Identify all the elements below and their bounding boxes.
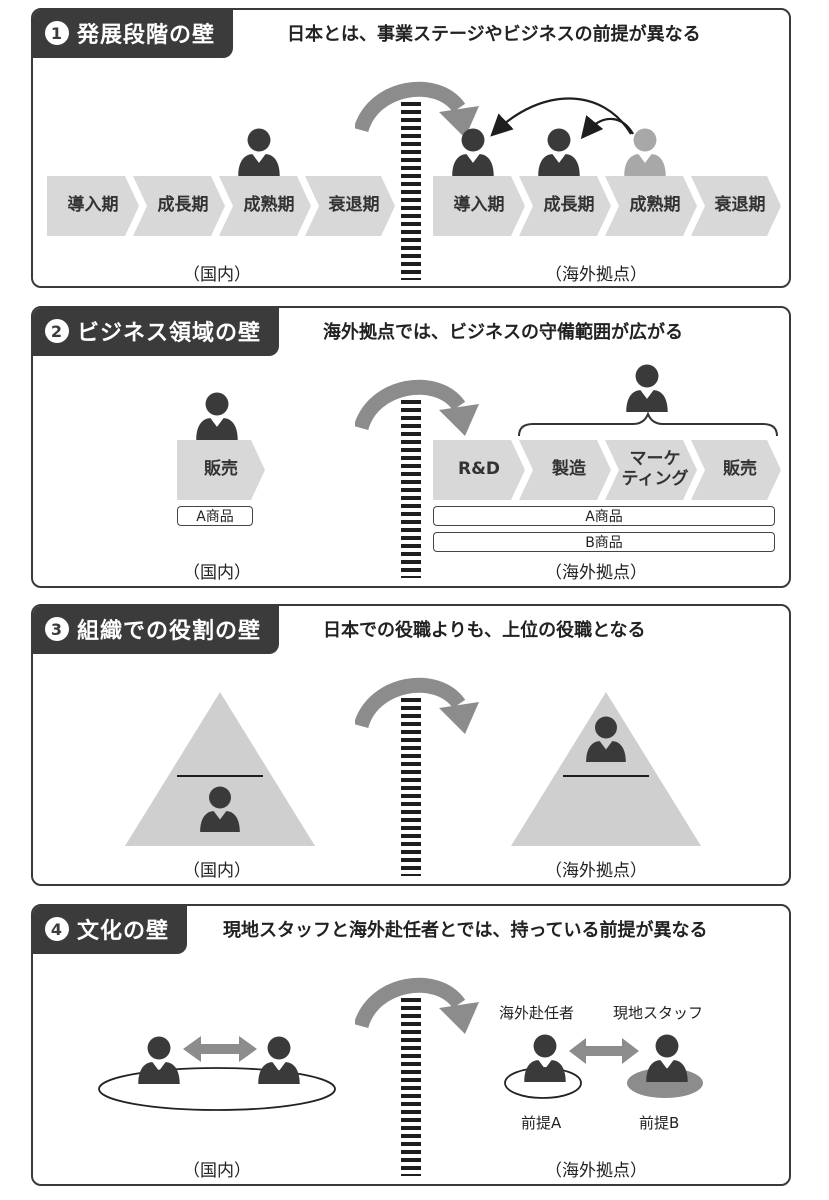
panel-title: 発展段階の壁 — [77, 23, 216, 48]
domestic-pyramid — [125, 692, 315, 846]
stage-overseas-manufacturing: 製造 — [519, 440, 611, 500]
caption-overseas: （海外拠点） — [545, 563, 647, 583]
shared-ground-ellipse — [98, 1067, 336, 1111]
premise-b-label: 前提B — [639, 1114, 680, 1132]
caption-overseas: （海外拠点） — [545, 861, 647, 881]
shift-arrows — [490, 97, 634, 140]
product-b-overseas: B商品 — [433, 532, 775, 552]
double-arrow-icon — [569, 1038, 639, 1064]
wall — [401, 400, 421, 578]
stage-domestic-growth: 成長期 — [133, 176, 225, 236]
panel-subtitle: 日本での役職よりも、上位の役職となる — [323, 620, 646, 641]
caption-domestic: （国内） — [183, 861, 251, 881]
stage-domestic-decline: 衰退期 — [305, 176, 395, 236]
panel-title-tab: 3 組織での役割の壁 — [33, 606, 280, 654]
panel-organizational-role: 3 組織での役割の壁 日本での役職よりも、上位の役職となる （国内） （海外拠点… — [31, 604, 791, 886]
stage-overseas-growth: 成長期 — [519, 176, 611, 236]
caption-overseas: （海外拠点） — [545, 265, 647, 285]
stage-domestic-introduction: 導入期 — [47, 176, 139, 236]
wall — [401, 998, 421, 1176]
panel-title: ビジネス領域の壁 — [77, 321, 262, 346]
panel-title: 文化の壁 — [77, 919, 170, 944]
premise-a-label: 前提A — [521, 1114, 562, 1132]
panel-title-tab: 4 文化の壁 — [33, 906, 188, 954]
panel-title: 組織での役割の壁 — [77, 619, 262, 644]
person-icon — [585, 716, 627, 762]
panel-subtitle: 現地スタッフと海外赴任者とでは、持っている前提が異なる — [223, 920, 708, 941]
wall — [401, 698, 421, 876]
double-arrow-icon — [183, 1036, 257, 1062]
person-icon — [199, 786, 241, 832]
stage-overseas-introduction: 導入期 — [433, 176, 525, 236]
panel-number: 3 — [45, 617, 69, 641]
panel-title-tab: 1 発展段階の壁 — [33, 10, 234, 58]
panel-number: 4 — [45, 917, 69, 941]
stage-overseas-decline: 衰退期 — [691, 176, 781, 236]
brace — [518, 412, 778, 437]
stage-overseas-rnd: R&D — [433, 440, 525, 500]
person-icon — [523, 1034, 567, 1082]
person-icon — [645, 1034, 689, 1082]
stage-overseas-sales: 販売 — [691, 440, 781, 500]
caption-domestic: （国内） — [183, 265, 251, 285]
local-staff-label: 現地スタッフ — [613, 1004, 704, 1022]
person-icon — [237, 128, 281, 176]
product-a-overseas: A商品 — [433, 506, 775, 526]
panel-development-stage: 1 発展段階の壁 日本とは、事業ステージやビジネスの前提が異なる 導入期 成長期… — [31, 8, 791, 288]
product-a-domestic: A商品 — [177, 506, 253, 526]
stage-domestic-sales: 販売 — [177, 440, 265, 500]
panel-business-domain: 2 ビジネス領域の壁 海外拠点では、ビジネスの守備範囲が広がる 販売 A商品 （… — [31, 306, 791, 588]
caption-overseas: （海外拠点） — [545, 1161, 647, 1181]
expat-label: 海外赴任者 — [499, 1004, 575, 1022]
stage-overseas-maturity: 成熟期 — [605, 176, 697, 236]
panel-culture: 4 文化の壁 現地スタッフと海外赴任者とでは、持っている前提が異なる （国内） … — [31, 904, 791, 1186]
caption-domestic: （国内） — [183, 563, 251, 583]
panel-number: 2 — [45, 319, 69, 343]
stage-overseas-marketing: マーケ ティング — [605, 440, 697, 500]
overseas-pyramid — [511, 692, 701, 846]
person-icon — [195, 392, 239, 440]
caption-domestic: （国内） — [183, 1161, 251, 1181]
person-icon — [257, 1036, 301, 1084]
panel-title-tab: 2 ビジネス領域の壁 — [33, 308, 280, 356]
panel-subtitle: 海外拠点では、ビジネスの守備範囲が広がる — [323, 322, 683, 343]
panel-subtitle: 日本とは、事業ステージやビジネスの前提が異なる — [287, 24, 701, 45]
wall — [401, 102, 421, 280]
stage-domestic-maturity: 成熟期 — [219, 176, 311, 236]
person-icon — [625, 364, 669, 412]
person-icon — [137, 1036, 181, 1084]
panel-number: 1 — [45, 21, 69, 45]
